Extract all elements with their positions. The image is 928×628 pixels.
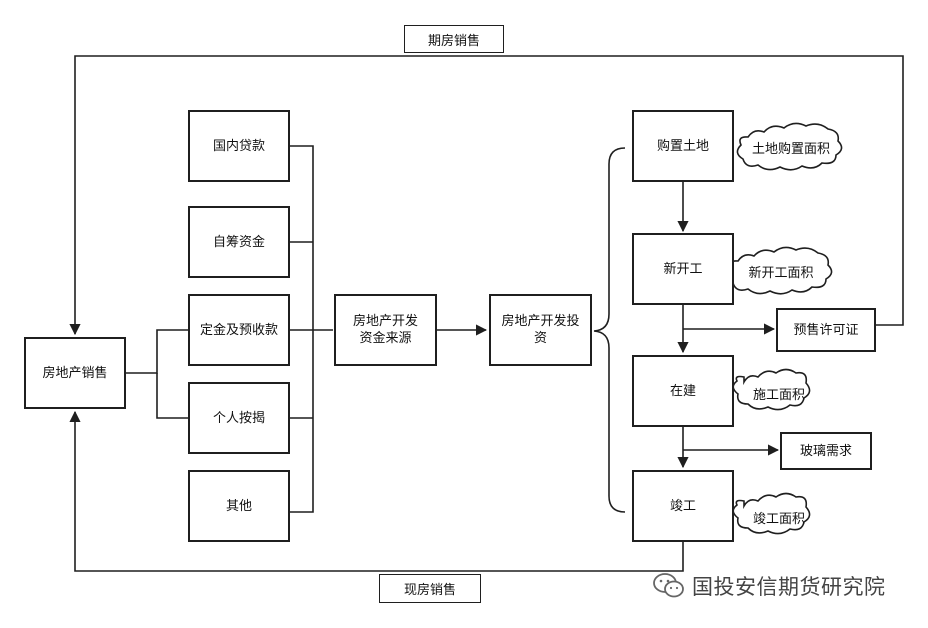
futures-sales-flow [69,55,904,336]
wechat-icon [652,572,686,600]
self-raised-funds-node: 自筹资金 [188,206,290,278]
cloud-construction-area-shape [732,368,811,411]
spot-sales-label: 现房销售 [379,574,481,603]
investment-brace [593,147,626,513]
under-construction-node: 在建 [632,355,734,427]
spot-sales-flow [69,410,684,572]
watermark-text: 国投安信期货研究院 [692,575,886,599]
sales-to-mortgage-line [156,373,188,419]
new-construction-node: 新开工 [632,233,734,305]
cloud-completion-area-shape [732,492,811,535]
sales-to-deposits-line [125,329,188,374]
cloud-completion-area: 竣工面积 [752,511,805,527]
others-node: 其他 [188,470,290,542]
land-purchase-node: 购置土地 [632,110,734,182]
completion-node: 竣工 [632,470,734,542]
presale-permit-node: 预售许可证 [776,308,876,352]
sources-bus-line [289,145,314,513]
glass-demand-node: 玻璃需求 [780,432,872,470]
deposits-advance-node: 定金及预收款 [188,294,290,366]
futures-sales-label: 期房销售 [404,25,504,53]
funding-source-node: 房地产开发资金来源 [334,294,437,366]
cloud-land-area: 土地购置面积 [751,141,830,157]
cloud-land-area-shape [736,122,843,171]
cloud-new-start-area: 新开工面积 [748,265,814,281]
dev-investment-node: 房地产开发投资 [489,294,592,366]
personal-mortgage-node: 个人按揭 [188,382,290,454]
domestic-loans-node: 国内贷款 [188,110,290,182]
watermark: 国投安信期货研究院 [652,570,886,602]
cloud-construction-area: 施工面积 [752,387,805,403]
real-estate-sales-node: 房地产销售 [24,337,126,409]
